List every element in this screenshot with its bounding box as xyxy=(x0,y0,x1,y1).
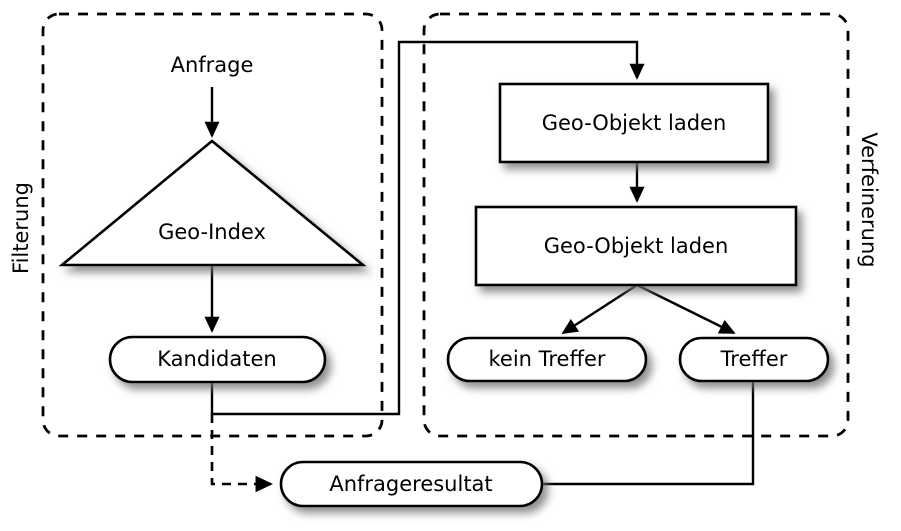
node-anfrageresultat-shape xyxy=(279,460,544,508)
node-anfrageresultat[interactable]: Anfrageresultat xyxy=(279,460,544,508)
edge-treffer-to-anfrageresultat xyxy=(542,381,755,486)
node-geo-objekt-laden-2-shape xyxy=(474,205,798,287)
node-treffer[interactable]: Treffer xyxy=(678,336,830,383)
node-treffer-label: Treffer xyxy=(720,347,788,371)
node-kandidaten-label: Kandidaten xyxy=(157,347,276,371)
node-anfrageresultat-label: Anfrageresultat xyxy=(329,472,492,496)
group-filterung-label: Filterung xyxy=(9,182,33,274)
node-kein-treffer-label: kein Treffer xyxy=(488,347,605,371)
node-kein-treffer-shape xyxy=(446,336,648,383)
node-geo-objekt-laden-1[interactable]: Geo-Objekt laden xyxy=(498,82,770,164)
group-verfeinerung-border xyxy=(422,12,850,438)
node-kein-treffer[interactable]: kein Treffer xyxy=(446,336,648,383)
node-geo-objekt-laden-2[interactable]: Geo-Objekt laden xyxy=(474,205,798,287)
node-geo-objekt-laden-1-shape xyxy=(498,82,770,164)
node-geo-objekt-laden-1-label: Geo-Objekt laden xyxy=(542,111,727,135)
edge-geo-objekt-laden-2-to-kein-treffer xyxy=(561,283,638,335)
node-kandidaten-shape xyxy=(108,335,327,384)
edge-geo-objekt-laden-2-to-treffer xyxy=(636,283,736,335)
node-treffer-shape xyxy=(678,336,830,383)
node-geo-objekt-laden-2-label: Geo-Objekt laden xyxy=(544,234,729,258)
edge-kandidaten-to-geo-objekt-laden-1 xyxy=(210,40,645,416)
edge-kandidaten-to-anfrageresultat xyxy=(210,414,273,493)
group-verfeinerung-label: Verfeinerung xyxy=(857,132,881,267)
node-geo-index-shape xyxy=(58,139,367,267)
node-geo-index-label: Geo-Index xyxy=(158,220,266,244)
node-anfrage-label: Anfrage xyxy=(171,53,254,77)
node-geo-index[interactable]: Geo-Index xyxy=(58,139,367,267)
node-kandidaten[interactable]: Kandidaten xyxy=(108,335,327,384)
group-verfeinerung: Verfeinerung xyxy=(422,12,881,438)
